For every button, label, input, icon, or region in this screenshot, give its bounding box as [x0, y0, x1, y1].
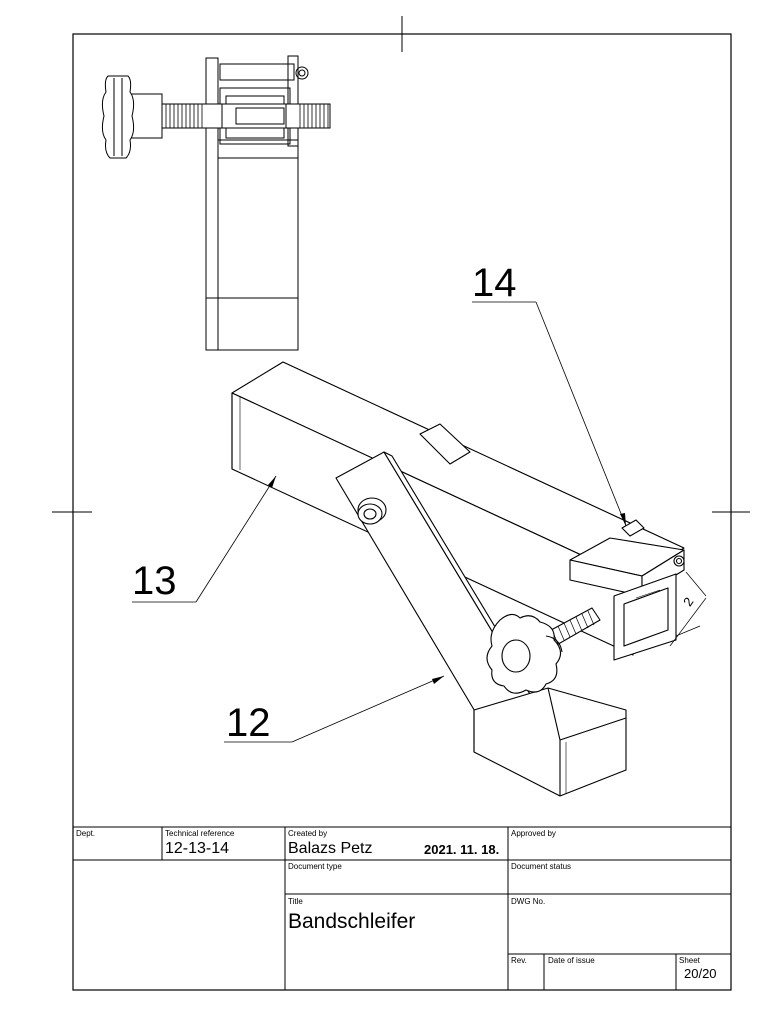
dept-label: Dept. [76, 829, 96, 838]
front-view [101, 55, 331, 351]
approved-by-label: Approved by [511, 829, 556, 838]
created-by-value: Balazs Petz [288, 840, 373, 857]
doc-status-label: Document status [511, 862, 572, 871]
title-value: Bandschleifer [288, 910, 416, 933]
balloon-12: 12 [226, 701, 271, 745]
tech-ref-value: 12-13-14 [165, 840, 230, 857]
created-date: 2021. 11. 18. [424, 842, 500, 857]
isometric-view [231, 361, 707, 797]
balloon-13: 13 [132, 559, 177, 603]
sheet-label: Sheet [679, 956, 700, 965]
date-of-issue-label: Date of issue [548, 956, 595, 965]
sheet-value: 20/20 [684, 966, 717, 981]
balloon-14: 14 [472, 261, 517, 305]
dimension-2: 2 [680, 594, 696, 609]
balloon-arrowheads [268, 476, 626, 684]
tech-ref-label: Technical reference [165, 829, 235, 838]
center-marks [52, 16, 750, 513]
rev-label: Rev. [511, 956, 527, 965]
title-label: Title [288, 897, 303, 906]
doc-type-label: Document type [288, 862, 342, 871]
title-block-grid [73, 826, 731, 990]
balloon-leaders [132, 301, 627, 743]
dwg-no-label: DWG No. [511, 897, 546, 906]
created-by-label: Created by [288, 829, 328, 838]
